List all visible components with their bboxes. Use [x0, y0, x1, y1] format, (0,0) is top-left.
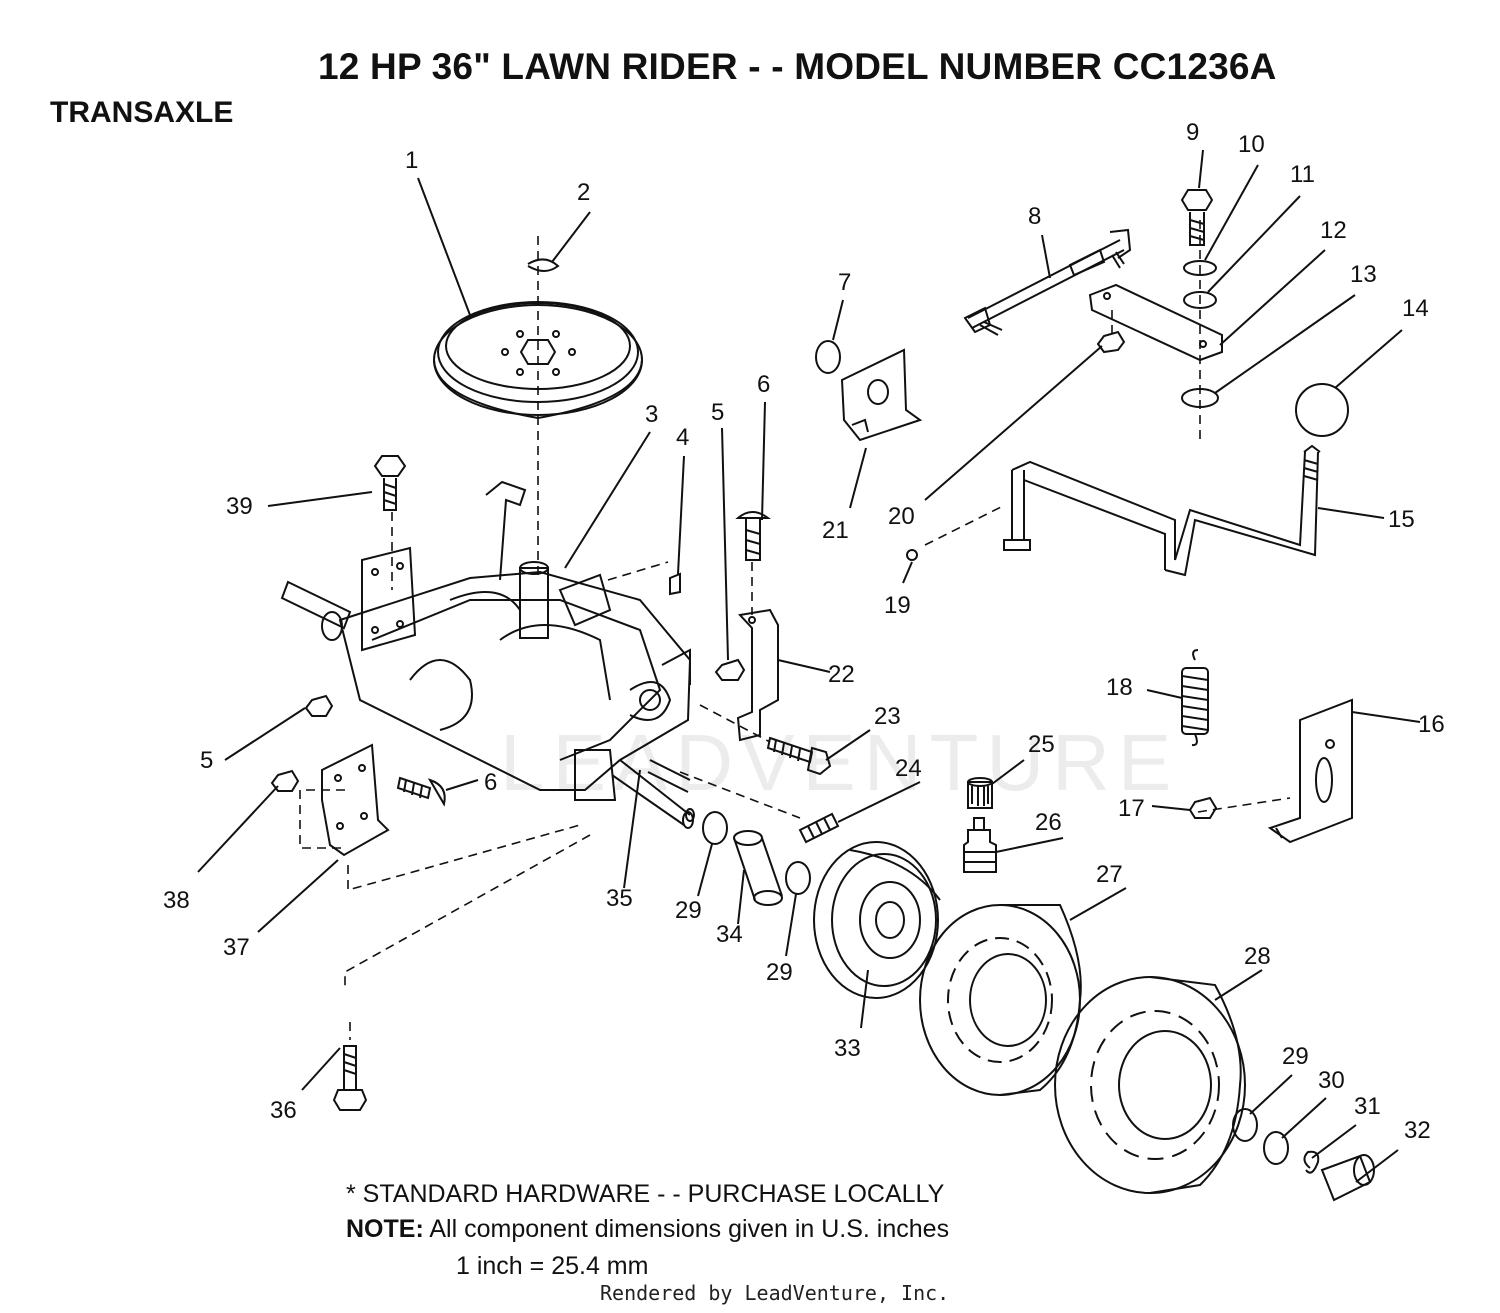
- callout-13: 13: [1350, 261, 1377, 288]
- callout-36: 36: [270, 1097, 297, 1124]
- conversion-note: 1 inch = 25.4 mm: [456, 1252, 649, 1280]
- nut-38-part: [270, 769, 300, 792]
- callout-33: 33: [834, 1035, 861, 1062]
- callout-29-middle: 29: [766, 959, 793, 986]
- bracket-21-part: [840, 348, 923, 442]
- carriage-bolt-6-part: [735, 511, 772, 561]
- callout-1: 1: [405, 147, 418, 174]
- callout-17: 17: [1118, 795, 1145, 822]
- washer-10-part: [1183, 260, 1217, 276]
- shift-rod-part: [963, 228, 1132, 336]
- callout-6-lower: 6: [484, 769, 497, 796]
- callout-14: 14: [1402, 295, 1429, 322]
- nut-5-part: [714, 658, 746, 681]
- callout-21: 21: [822, 517, 849, 544]
- watermark: LEADVENTURE: [500, 718, 1179, 807]
- callout-16: 16: [1418, 711, 1445, 738]
- knob-part: [1295, 383, 1349, 437]
- callout-5-upper: 5: [711, 399, 724, 426]
- callout-15: 15: [1388, 506, 1415, 533]
- tire-27-part: [919, 904, 1082, 1096]
- callout-22: 22: [828, 661, 855, 688]
- washer-30-part: [1263, 1131, 1289, 1165]
- page-title: 12 HP 36" LAWN RIDER - - MODEL NUMBER CC…: [318, 46, 1277, 87]
- bolt-36-part: [332, 1045, 368, 1111]
- dimensions-note: NOTE: All component dimensions given in …: [346, 1215, 949, 1244]
- wheel-rim-part: [813, 841, 941, 999]
- valve-stem-part: [963, 817, 997, 873]
- axle-shaft-part: [647, 759, 695, 822]
- leader-lines: [197, 149, 1421, 1183]
- callout-5-lower: 5: [200, 747, 213, 774]
- callout-4: 4: [676, 424, 689, 451]
- washer-11-part: [1183, 291, 1217, 309]
- bracket-16-part: [1267, 698, 1353, 844]
- note-label: NOTE:: [346, 1215, 424, 1243]
- transaxle-housing-part: [280, 480, 694, 829]
- callout-32: 32: [1404, 1117, 1431, 1144]
- bracket-37-part: [321, 743, 390, 857]
- callout-3: 3: [645, 401, 658, 428]
- key-part: [669, 572, 681, 596]
- callout-24: 24: [895, 755, 922, 782]
- pin-19-part: [906, 549, 918, 561]
- callout-7: 7: [838, 269, 851, 296]
- nut-5b-part: [304, 694, 334, 717]
- callout-29-left: 29: [675, 897, 702, 924]
- tire-28-part: [1054, 976, 1246, 1194]
- nut-17-part: [1188, 796, 1218, 819]
- bolt-39-part: [373, 455, 407, 511]
- note-text: All component dimensions given in U.S. i…: [429, 1215, 950, 1243]
- carriage-bolt-6b-part: [396, 776, 446, 807]
- bracket-22-part: [736, 608, 779, 742]
- hub-cap-part: [1320, 1154, 1375, 1202]
- rendered-by-credit: Rendered by LeadVenture, Inc.: [600, 1281, 950, 1305]
- nut-20-part: [1096, 330, 1126, 354]
- callout-39: 39: [226, 493, 253, 520]
- spring-18-part: [1181, 649, 1209, 747]
- hardware-note: * STANDARD HARDWARE - - PURCHASE LOCALLY: [346, 1180, 945, 1208]
- plate-12-part: [1088, 283, 1223, 362]
- washer-7-part: [815, 340, 841, 374]
- callout-6-upper: 6: [757, 371, 770, 398]
- shift-lever-part: [1003, 444, 1321, 577]
- bolt-9-part: [1180, 189, 1214, 246]
- washer-29a-part: [702, 811, 728, 845]
- bushing-part: [733, 830, 783, 906]
- callout-12: 12: [1320, 217, 1347, 244]
- callout-9: 9: [1186, 119, 1199, 146]
- callout-30: 30: [1318, 1067, 1345, 1094]
- callout-28: 28: [1244, 943, 1271, 970]
- callout-18: 18: [1106, 674, 1133, 701]
- washer-29b-part: [785, 861, 811, 895]
- callout-38: 38: [163, 887, 190, 914]
- callout-34: 34: [716, 921, 743, 948]
- callout-35: 35: [606, 885, 633, 912]
- valve-cap-part: [967, 777, 993, 809]
- callout-8: 8: [1028, 203, 1041, 230]
- callout-25: 25: [1028, 731, 1055, 758]
- assembly-lines: [299, 220, 1291, 1040]
- fitting-24-part: [798, 812, 840, 844]
- callout-10: 10: [1238, 131, 1265, 158]
- callout-23: 23: [874, 703, 901, 730]
- callout-29-right: 29: [1282, 1043, 1309, 1070]
- callout-numbers: 1 2 3 4 5 5 6 6 7 8 9 10 11 12 13 14 15 …: [163, 119, 1445, 1144]
- callout-27: 27: [1096, 861, 1123, 888]
- callout-31: 31: [1354, 1093, 1381, 1120]
- callout-37: 37: [223, 934, 250, 961]
- section-title: TRANSAXLE: [50, 96, 234, 129]
- callout-2: 2: [577, 179, 590, 206]
- callout-20: 20: [888, 503, 915, 530]
- callout-11: 11: [1290, 161, 1315, 188]
- bolt-23-part: [766, 736, 832, 776]
- callout-19: 19: [884, 592, 911, 619]
- callout-26: 26: [1035, 809, 1062, 836]
